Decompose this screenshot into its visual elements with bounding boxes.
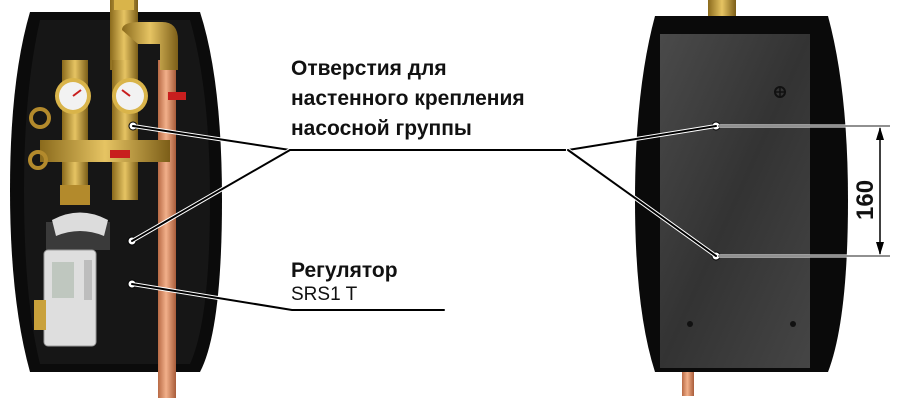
brass-elbow [122, 22, 178, 70]
screw-icon-bottom-left [687, 321, 693, 327]
bottom-brass-connector [60, 185, 90, 205]
controller-display [52, 262, 74, 298]
pump-group-front-view [10, 0, 222, 398]
mounting-holes-label-line-3: насосной группы [291, 117, 472, 140]
screw-icon-top [774, 86, 786, 98]
mounting-holes-label-line-2: настенного крепления [291, 87, 525, 110]
thermometer-gauge-right [112, 78, 148, 114]
hole-spacing-dimension: 160 [852, 179, 879, 220]
dimension-arrow-bottom [876, 242, 884, 255]
screw-icon-bottom-right [790, 321, 796, 327]
back-brass-cap [708, 0, 736, 18]
thermometer-gauge-left [55, 78, 91, 114]
top-brass-cap [114, 0, 134, 10]
controller-model-label: SRS1 T [291, 284, 358, 305]
leader-lines [130, 124, 718, 312]
pump-group-back-view [635, 0, 890, 396]
controller-bottom-nut [34, 300, 46, 330]
side-fitting-top [29, 107, 51, 129]
mounting-holes-label: Отверстия для настенного крепления насос… [291, 54, 525, 144]
mounting-holes-label-line-1: Отверстия для [291, 57, 447, 80]
cross-brass-pipe [40, 140, 170, 162]
controller-label: Регулятор [291, 259, 398, 282]
copper-pipe [158, 60, 176, 398]
side-fitting-bottom [28, 150, 48, 170]
valve-handle-red-bottom [110, 150, 130, 158]
pump-cover [52, 212, 108, 236]
back-copper-stub [682, 372, 694, 396]
valve-handle-red-top [168, 92, 186, 100]
dimension-arrow-top [876, 127, 884, 140]
controller-side-clip [84, 260, 92, 300]
back-panel [660, 34, 810, 368]
